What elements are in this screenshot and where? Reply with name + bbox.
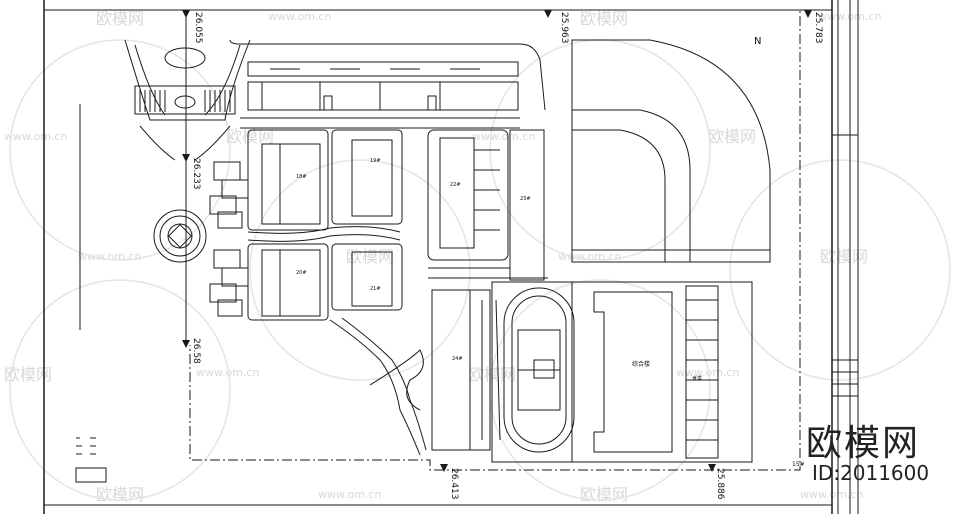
coord-arrow-icon [182,154,190,162]
coord-label: 26.055 [193,12,203,44]
coord-arrow-icon [182,340,190,348]
watermark-site: www.om.cn [78,250,141,263]
stream-path [329,319,421,456]
watermark-site: www.om.cn [558,250,621,263]
building-label: 23# [520,196,531,202]
coord-arrow-icon [708,464,716,472]
entrance-plaza [124,39,251,161]
watermark-brand: 欧模网 [4,365,52,384]
small-mark: 15# [792,461,805,468]
curved-walkway [369,349,424,411]
watermark-brand: 欧模网 [96,9,144,28]
coord-arrow-icon [440,464,448,472]
watermark-brand-large: 欧模网 [806,423,921,464]
watermark-brand: 欧模网 [820,247,868,266]
title-block [832,0,859,514]
coordinate-labels: 26.055 25.963 25.783 26.233 26.58 26.413… [182,10,823,500]
building-label: 22# [450,182,461,188]
watermark-site: www.om.cn [318,488,381,501]
coord-arrow-icon [804,10,812,18]
north-strip [229,39,546,129]
middle-building-blocks [427,129,548,451]
building-label: 综合楼 [632,360,650,368]
watermark-brand: 欧模网 [580,485,628,504]
coord-label: 26.413 [449,468,459,500]
curved-building [571,39,771,263]
sports-field [491,281,575,463]
coord-label: 25.886 [715,468,725,500]
coord-label: 26.233 [191,158,201,190]
stream-path [341,317,427,451]
coord-label: 25.783 [813,12,823,44]
watermark-site: www.om.cn [268,10,331,23]
main-building [571,281,753,463]
building-label: 食堂 [692,375,702,382]
building-label: 24# [452,356,463,362]
watermark-site: www.om.cn [676,366,739,379]
coord-label: 26.58 [191,338,201,364]
building-label: 18# [296,174,307,180]
coord-arrow-icon [544,10,552,18]
legend-marks [75,437,107,483]
coord-label: 25.963 [559,12,569,44]
west-building-blocks [247,129,403,321]
north-arrow-label: N [754,36,761,47]
dormitory-blocks [209,161,249,317]
watermark-site: www.om.cn [472,130,535,143]
building-label: 20# [296,270,307,276]
site-boundary [50,9,801,471]
watermark-brand: 欧模网 [96,485,144,504]
building-label: 21# [370,286,381,292]
building-labels: 18# 19# 20# 21# 22# 23# 24# 综合楼 食堂 15# [296,158,805,468]
watermark-site: www.om.cn [4,130,67,143]
watermark-brand: 欧模网 [708,127,756,146]
watermark-brand: 欧模网 [226,127,274,146]
watermark-id: ID:2011600 [812,461,930,485]
watermark-brand: 欧模网 [346,247,394,266]
watermark-site: www.om.cn [196,366,259,379]
coord-arrow-icon [182,10,190,18]
round-plaza [153,209,207,263]
watermark-brand: 欧模网 [580,9,628,28]
building-label: 19# [370,158,381,164]
